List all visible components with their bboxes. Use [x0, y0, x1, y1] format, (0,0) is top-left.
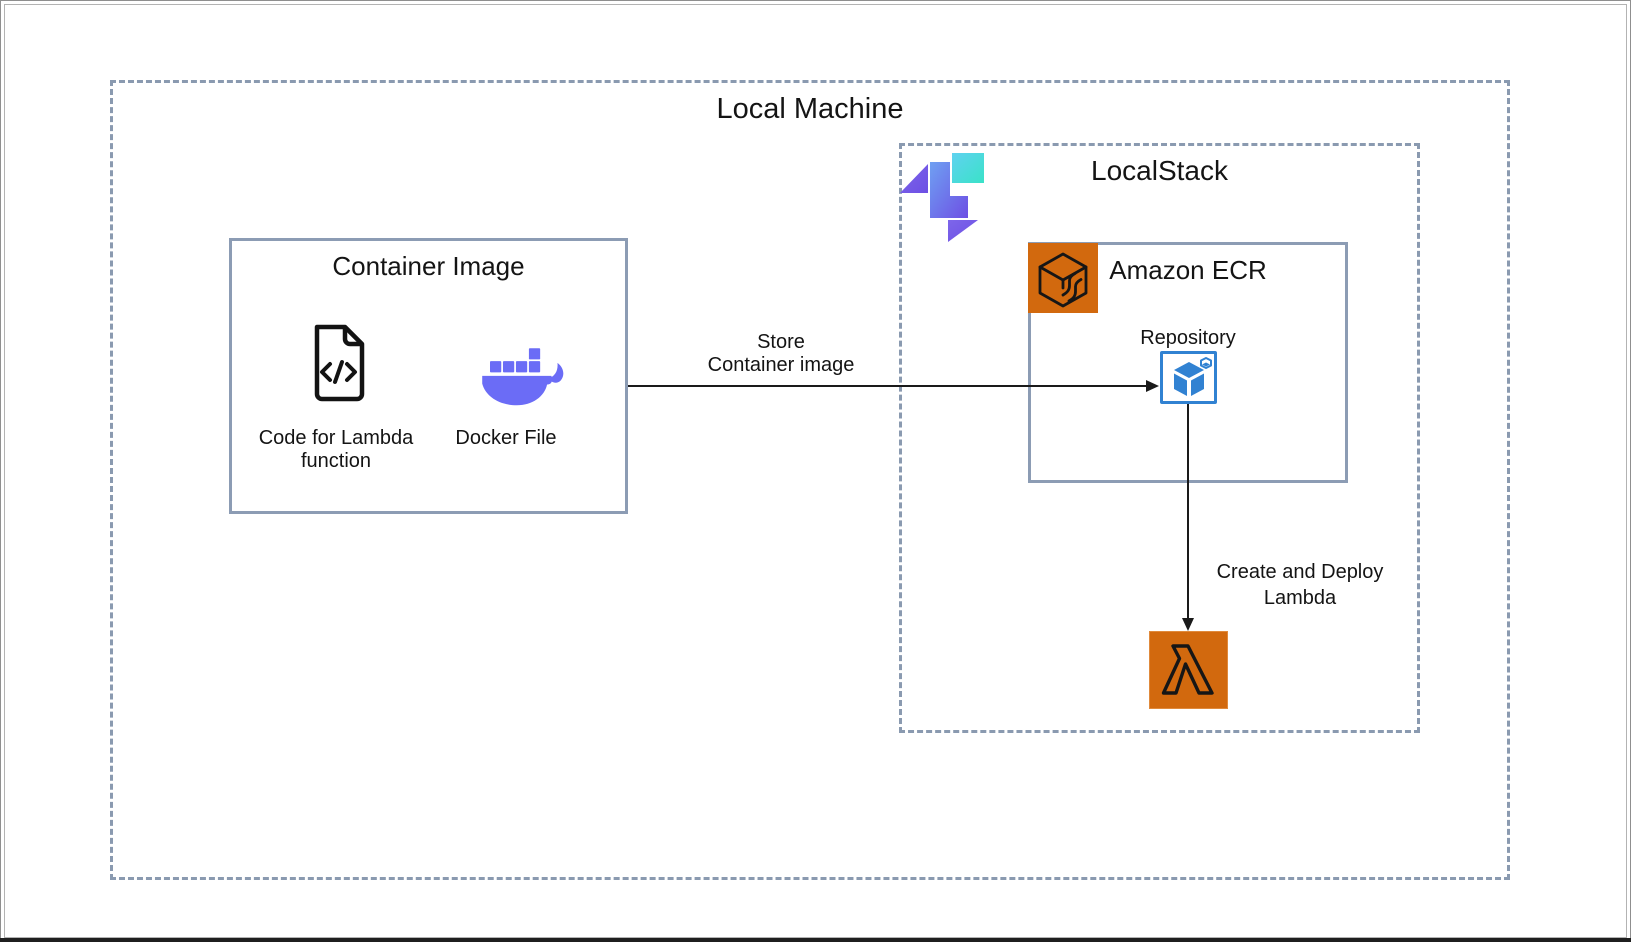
code-file-icon [314, 324, 365, 402]
localstack-title: LocalStack [1091, 155, 1228, 186]
amazon-ecr-title: Amazon ECR [1109, 255, 1267, 285]
local-machine-title: Local Machine [716, 93, 904, 125]
docker-icon [482, 348, 564, 406]
lambda-icon [1149, 631, 1228, 709]
container-image-title: Container Image [332, 251, 525, 281]
local-machine-box: Local Machine [110, 80, 1510, 880]
ecr-service-icon [1028, 243, 1098, 313]
localstack-logo-icon [900, 153, 984, 242]
localstack-box: LocalStack [899, 143, 1420, 733]
container-image-box: Container Image Code for Lambda function… [229, 238, 628, 514]
deploy-arrow-label: Create and Deploy Lambda [1216, 561, 1384, 609]
code-file-label: Code for Lambda function [258, 427, 414, 472]
store-arrow-head [1146, 380, 1159, 392]
window-bottom-bar [0, 938, 1631, 942]
repository-label: Repository [1140, 327, 1236, 349]
store-arrow-label: Store Container image [707, 331, 855, 376]
deploy-arrow-head [1182, 618, 1194, 631]
ecr-repository-icon [1160, 351, 1217, 404]
docker-file-label: Docker File [455, 427, 557, 449]
deploy-arrow [1187, 404, 1189, 620]
store-arrow [628, 385, 1148, 387]
